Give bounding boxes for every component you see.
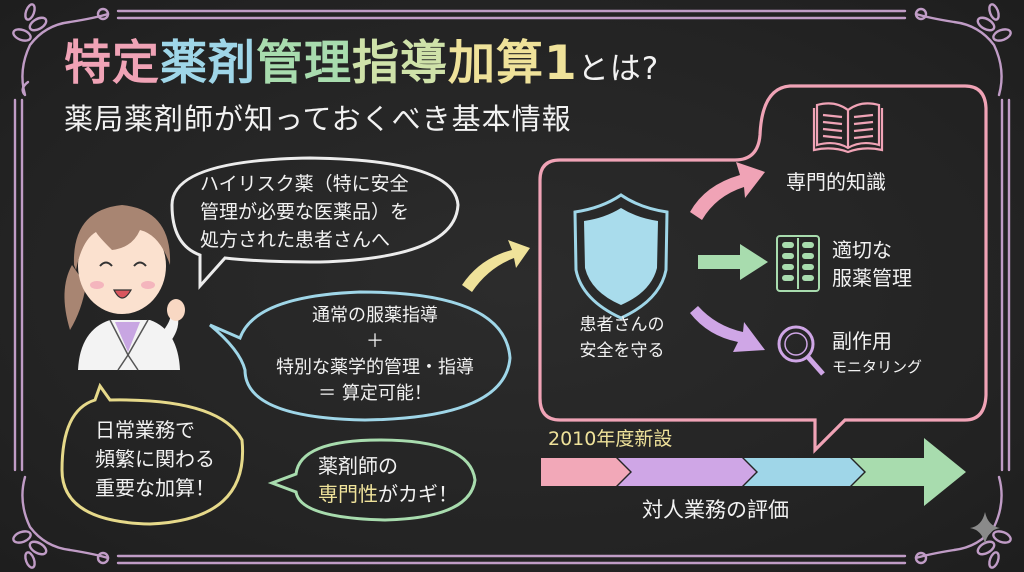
speech-bubble-high-risk [170,156,460,290]
arrow-pink [690,162,765,220]
center-panel-frame [538,84,988,454]
pill-pack-icon [776,235,820,292]
item-medication-management-line-2: 服薬管理 [832,266,912,290]
sparkle-icon [970,512,1000,544]
expertise-line-2: がカギ！ [378,482,458,506]
speech-bubble-daily [60,382,245,526]
title-part-4: 指導 [352,36,448,91]
corner-flourish-top-left [12,3,110,97]
arrow-to-panel [462,240,530,292]
formula-line-2: ＋ [366,331,384,352]
shield-label-line-2: 安全を守る [579,341,665,361]
high-risk-line-2: 管理が必要な医薬品）を [200,201,410,223]
timeline-year-label: 2010年度新設 [548,428,673,450]
daily-line-1: 日常業務で [95,418,195,442]
daily-line-2: 頻繁に関わる [95,447,215,471]
speech-bubble-formula [209,290,512,422]
magnifier-icon [777,325,825,376]
expertise-line-1: 薬剤師の [318,454,398,478]
item-medication-management-line-1: 適切な [832,238,892,262]
corner-flourish-top-right [914,3,1012,97]
timeline-arrow [541,438,966,506]
daily-line-3: 重要な加算！ [95,476,215,500]
shield-icon [573,193,669,320]
daily-bubble-text: 日常業務で 頻繁に関わる 重要な加算！ [95,416,215,503]
formula-bubble-text: 通常の服薬指導 ＋ 特別な薬学的管理・指導 ＝ 算定可能！ [250,303,500,407]
item-medication-management: 適切な 服薬管理 [832,236,912,292]
shield-label: 患者さんの 安全を守る [566,312,678,364]
formula-line-1: 通常の服薬指導 [312,305,438,326]
corner-flourish-bottom-right [914,475,1012,569]
title-part-1: 特定 [64,36,160,91]
page-title: 特定薬剤管理指導加算1とは? [64,36,659,97]
title-part-2: 薬剤 [160,36,256,91]
formula-line-3: 特別な薬学的管理・指導 [276,357,474,378]
item-side-effect-line-1: 副作用 [832,329,892,353]
title-part-6: とは? [577,51,660,87]
item-expert-knowledge-label: 専門的知識 [786,170,886,194]
timeline-caption: 対人業務の評価 [642,498,789,522]
arrow-purple [690,306,765,352]
title-part-5: 加算1 [448,36,578,91]
item-side-effect: 副作用 モニタリング [832,328,922,380]
timeline-segment-blue [744,458,864,486]
title-part-3: 管理 [256,36,352,91]
timeline-segment-pink [541,458,630,486]
high-risk-bubble-text: ハイリスク薬（特に安全 管理が必要な医薬品）を 処方された患者さんへ [200,170,409,254]
timeline-segment-purple [618,458,756,486]
corner-flourish-bottom-left [12,475,110,569]
pharmacist-character [64,205,185,371]
arrow-green [698,244,768,280]
expertise-highlight: 専門性 [318,482,378,506]
item-side-effect-line-2: モニタリング [832,358,923,376]
formula-line-4: ＝ 算定可能！ [318,383,432,404]
high-risk-line-1: ハイリスク薬（特に安全 [200,173,409,195]
high-risk-line-3: 処方された患者さんへ [200,229,391,251]
item-expert-knowledge: 専門的知識 [786,166,886,195]
book-icon [812,102,884,154]
shield-label-line-1: 患者さんの [579,315,665,335]
speech-bubble-expertise [267,438,477,522]
page-subtitle: 薬局薬剤師が知っておくべき基本情報 [64,102,572,136]
timeline-segment-green [852,438,966,506]
expertise-bubble-text: 薬剤師の 専門性がカギ！ [318,452,458,508]
